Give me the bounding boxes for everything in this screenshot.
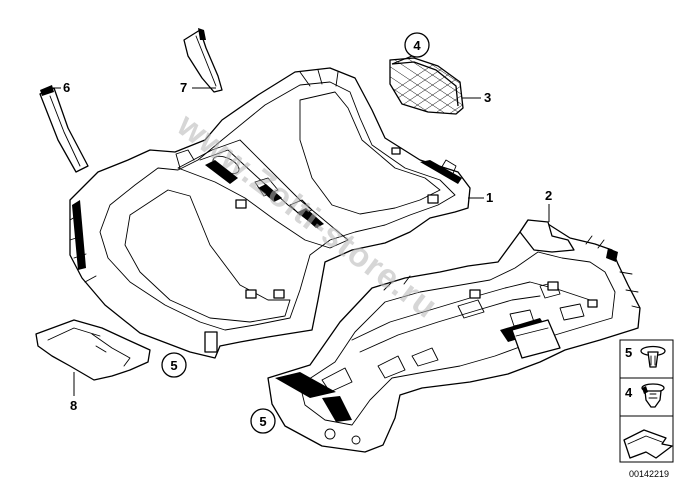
part-label-2: 2 xyxy=(545,188,552,203)
part-label-1: 1 xyxy=(486,190,493,205)
fastener-legend: 5 4 xyxy=(619,339,674,463)
callout-5-lower: 5 xyxy=(250,408,276,434)
carpet-insert-mesh xyxy=(389,57,464,115)
leader-lines xyxy=(52,55,550,396)
flat-cover-plate xyxy=(35,319,151,381)
part-label-8: 8 xyxy=(70,398,77,413)
callout-5-upper-label: 5 xyxy=(170,358,177,373)
part-label-3: 3 xyxy=(484,90,491,105)
legend-label-5: 5 xyxy=(625,345,632,360)
callout-4-label: 4 xyxy=(413,38,421,53)
part-labels: 1 2 3 6 7 8 xyxy=(63,80,552,413)
sill-trim-strip xyxy=(39,85,89,173)
callout-4: 4 xyxy=(404,32,430,58)
direction-arrow-icon xyxy=(623,429,673,459)
callout-5-lower-label: 5 xyxy=(259,414,266,429)
callout-5-upper: 5 xyxy=(161,352,187,378)
part-label-7: 7 xyxy=(180,80,187,95)
legend-label-4: 4 xyxy=(625,385,633,400)
part-label-6: 6 xyxy=(63,80,70,95)
front-floor-carpet xyxy=(69,67,471,359)
push-clip-icon xyxy=(640,345,666,368)
rear-floor-carpet xyxy=(267,219,641,453)
trim-piece-small xyxy=(183,28,223,93)
diagram-number: 00142219 xyxy=(629,469,669,479)
expanding-rivet-icon xyxy=(641,383,665,408)
